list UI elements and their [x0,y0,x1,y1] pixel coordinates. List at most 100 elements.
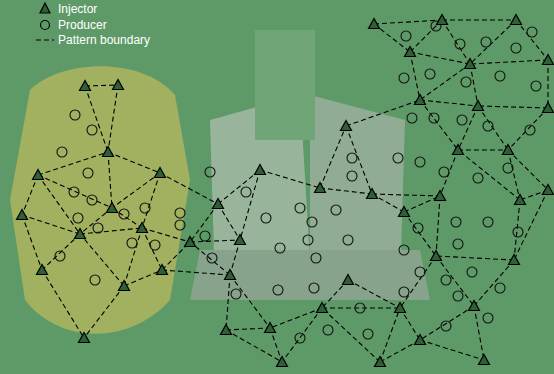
producer-well [425,69,435,79]
injector-well [79,333,90,343]
pattern-boundary [108,152,112,208]
producer-well [347,171,357,181]
pattern-boundary [108,152,160,173]
producers [55,21,541,343]
pattern-boundary [320,188,372,194]
pattern-boundary [226,330,282,362]
producer-well [441,275,451,285]
pattern-boundary [458,150,520,200]
producer-well [429,113,439,123]
producer-well [363,329,373,339]
pattern-boundary [420,100,478,106]
producer-well [407,113,417,123]
injector-well [479,355,490,365]
producer-well [393,153,403,163]
pattern-boundary [514,190,548,260]
producer-well [83,168,93,178]
pattern-boundary [22,215,80,234]
pattern-boundary [478,106,548,108]
producer-well [70,110,80,120]
injector-well [255,165,266,175]
injector-well [473,101,484,111]
pattern-boundary [474,306,484,360]
producer-well [347,153,357,163]
producer-well [415,267,425,277]
producer-well [119,209,129,219]
producer-well [295,333,305,343]
injectors [17,15,554,367]
pattern-boundary [226,328,270,330]
pattern-boundaries [22,20,548,362]
injector-well [33,170,44,180]
pattern-boundary [320,126,346,188]
pattern-boundary [22,215,42,270]
injector-well [315,183,326,193]
injector-well [415,335,426,345]
boundary-symbol [36,39,54,40]
producer-well [331,205,341,215]
producer-well [467,267,477,277]
pattern-boundary [42,270,84,338]
injector-well [511,15,522,25]
producer-well [231,289,241,299]
pattern-boundary [142,173,160,228]
producer-well [323,325,333,335]
pattern-boundary [470,20,516,64]
producer-well [461,77,471,87]
producer-well [453,239,463,249]
injector-well [543,55,554,65]
injector-well [113,80,124,90]
producer-well [513,227,523,237]
pattern-boundary [440,150,458,196]
pattern-boundary [348,280,400,308]
producer-well [399,287,409,297]
pattern-boundary [516,20,548,60]
producer-well [90,275,100,285]
producer-well [483,217,493,227]
injector-well [375,357,386,367]
pattern-boundary [85,86,108,152]
injector-well [437,15,448,25]
injector-well [435,191,446,201]
producer-well [453,291,463,301]
pattern-boundary [85,85,118,86]
injector-well [453,145,464,155]
pattern-boundary [124,228,142,286]
pattern-boundary [508,150,548,190]
producer-well [295,203,305,213]
pattern-boundary [442,19,516,20]
pattern-boundary [84,286,124,338]
pattern-boundary [346,126,372,194]
pattern-boundary [112,173,160,208]
injector-well [17,210,28,220]
pattern-boundary [404,196,440,212]
producer-well [207,253,217,263]
pattern-boundary [474,260,514,306]
producer-well [441,321,451,331]
pattern-boundary [38,175,80,234]
pattern-boundary [42,234,80,270]
pattern-boundary [108,85,118,152]
injector-well [431,251,442,261]
producer-well [439,167,449,177]
injector-well [80,81,91,91]
producer-well [175,208,185,218]
producer-well [205,167,215,177]
pattern-boundary [436,256,514,260]
pattern-boundary [38,175,112,208]
producer-well [87,195,97,205]
injector-well [509,255,520,265]
pattern-boundary [410,52,420,100]
pattern-boundary [260,170,320,188]
pattern-boundary [420,340,484,360]
pattern-boundary [322,307,400,308]
producer-well [481,37,491,47]
pattern-boundary [442,20,470,64]
pattern-boundary [230,240,240,275]
pattern-boundary [230,275,270,328]
pattern-boundary [478,106,508,150]
injector-well [341,121,352,131]
injector-well [405,47,416,57]
producer-well [261,213,271,223]
